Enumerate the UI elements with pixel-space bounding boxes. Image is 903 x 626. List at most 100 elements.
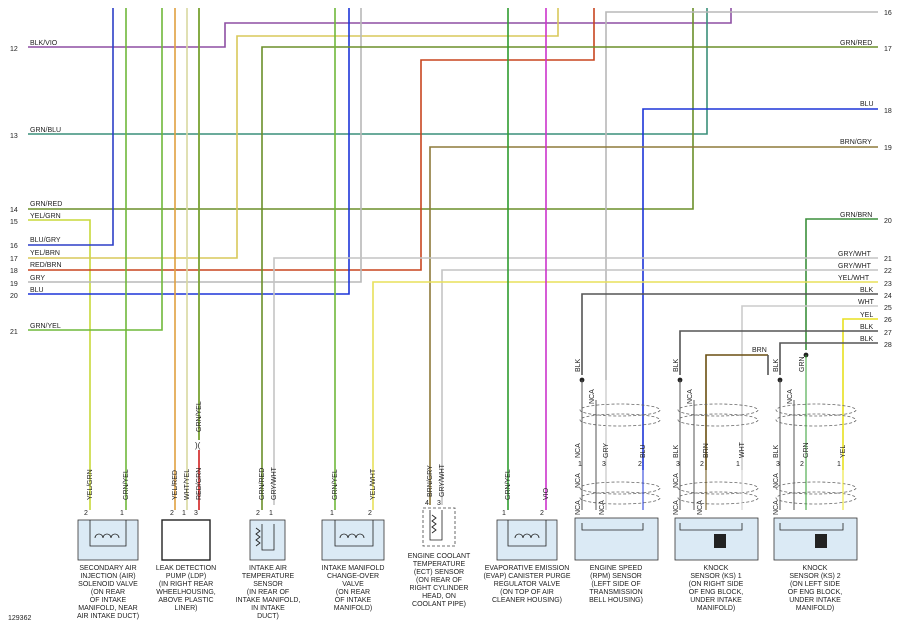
pin-number-16: 16 — [10, 243, 18, 250]
pin-number-right-26: 26 — [884, 317, 892, 324]
ldp-pin-2: 2 — [170, 510, 174, 517]
wire-label-21: GRN/YEL — [30, 323, 61, 330]
ks1-wire-brn: BRN — [703, 443, 710, 458]
wire-row-right-23: 23 YEL/WHT — [372, 275, 892, 510]
pin-number-right-28: 28 — [884, 342, 892, 349]
svg-text:UNDER INTAKE: UNDER INTAKE — [789, 597, 841, 604]
component-knock-sensor-1: 3 2 1 BLK BRN WHT NCA NCA NCA — [673, 441, 759, 561]
svg-text:ENGINE SPEED: ENGINE SPEED — [590, 565, 643, 572]
iat-wire-gry-wht: GRY/WHT — [271, 466, 278, 500]
rpm-wire-gry: GRY — [603, 443, 610, 458]
caption-rpm: ENGINE SPEED (RPM) SENSOR (LEFT SIDE OF … — [589, 565, 643, 604]
wire-row-right-28: 28 BLK — [779, 336, 892, 375]
svg-text:(IN RIGHT REAR: (IN RIGHT REAR — [159, 581, 213, 588]
svg-text:(ON REAR OF: (ON REAR OF — [416, 577, 462, 584]
svg-text:CLEANER HOUSING): CLEANER HOUSING) — [492, 597, 562, 604]
rpm-pin-3: 3 — [602, 461, 606, 468]
pin-number-15: 15 — [10, 219, 18, 226]
wire-label-right-28: BLK — [860, 336, 874, 343]
wire-row-12: 12 BLK/VIO — [10, 8, 732, 53]
svg-text:SECONDARY AIR: SECONDARY AIR — [79, 565, 136, 572]
caption-evap: EVAPORATIVE EMISSION (EVAP) CANISTER PUR… — [484, 565, 571, 604]
wire-row-right-26: 26 YEL — [842, 312, 892, 470]
rpm-upper-label-1: BLK — [575, 358, 582, 372]
ldp-wire-grn-yel: GRN/YEL — [196, 401, 203, 432]
svg-text:(ON RIGHT SIDE: (ON RIGHT SIDE — [689, 581, 744, 588]
svg-text:TEMPERATURE: TEMPERATURE — [242, 573, 295, 580]
ks2-pin-3: 3 — [776, 461, 780, 468]
svg-text:ABOVE PLASTIC: ABOVE PLASTIC — [158, 597, 213, 604]
svg-text:HEAD, ON: HEAD, ON — [422, 593, 456, 600]
pin-number-19: 19 — [10, 281, 18, 288]
pin-number-right-25: 25 — [884, 305, 892, 312]
wire-row-20: 20 BLU — [10, 8, 350, 300]
svg-text:(RPM) SENSOR: (RPM) SENSOR — [590, 573, 642, 580]
svg-text:IN INTAKE: IN INTAKE — [251, 605, 285, 612]
wire-row-18: 18 RED/BRN — [10, 8, 595, 275]
ks2-element-icon — [815, 534, 827, 548]
rpm-pin-1: 1 — [578, 461, 582, 468]
pin-number-right-18: 18 — [884, 108, 892, 115]
pin-number-right-23: 23 — [884, 281, 892, 288]
svg-text:LINER): LINER) — [175, 605, 198, 612]
svg-text:(ON TOP OF AIR: (ON TOP OF AIR — [500, 589, 554, 596]
ks1-pin-1: 1 — [736, 461, 740, 468]
svg-text:INTAKE MANIFOLD: INTAKE MANIFOLD — [322, 565, 385, 572]
wire-label-14: GRN/RED — [30, 201, 62, 208]
ks2-pin-2: 2 — [800, 461, 804, 468]
ldp-wire-red-grn: RED/GRN — [196, 468, 203, 500]
pin-number-right-16: 16 — [884, 10, 892, 17]
wire-label-right-26: YEL — [860, 312, 873, 319]
rpm-lower-nca-1: NCA — [575, 473, 582, 488]
ldp-pin-1: 1 — [182, 510, 186, 517]
svg-text:(LEFT SIDE OF: (LEFT SIDE OF — [591, 581, 640, 588]
svg-text:DUCT): DUCT) — [257, 613, 279, 620]
component-ect-sensor: 4 3 BRN/GRY GRY/WHT — [422, 463, 456, 547]
svg-text:OF INTAKE: OF INTAKE — [335, 597, 372, 604]
component-engine-speed-sensor: 1 3 2 NCA GRY BLU NCA NCA NCA — [574, 443, 659, 561]
svg-text:VALVE: VALVE — [342, 581, 364, 588]
pin-number-17: 17 — [10, 256, 18, 263]
wire-brn-ks1 — [705, 354, 768, 470]
pin-number-14: 14 — [10, 207, 18, 214]
wire-label-12: BLK/VIO — [30, 40, 58, 47]
wire-row-right-16: 16 — [605, 10, 892, 380]
evap-pin-1: 1 — [502, 510, 506, 517]
wire-row-right-21: 2 1 GRY/WHT — [273, 251, 892, 505]
svg-text:MANIFOLD): MANIFOLD) — [796, 605, 835, 612]
shield-group-rpm — [579, 380, 661, 510]
wire-row-17: 17 YEL/BRN — [10, 8, 559, 263]
rpm-wire-nca: NCA — [575, 443, 582, 458]
evap-wire-grn-yel: GRN/YEL — [505, 469, 512, 500]
svg-text:WHEELHOUSING,: WHEELHOUSING, — [156, 589, 216, 596]
wire-label-18: RED/BRN — [30, 262, 62, 269]
svg-text:(ECT) SENSOR: (ECT) SENSOR — [414, 569, 464, 576]
wire-label-right-24: BLK — [860, 287, 874, 294]
component-intake-air-temp-sensor: 2 1 GRN/RED GRY/WHT — [249, 466, 286, 561]
caption-ect: ENGINE COOLANT TEMPERATURE (ECT) SENSOR … — [408, 553, 471, 608]
air-pin-1: 1 — [120, 510, 124, 517]
wire-label-16: BLU/GRY — [30, 237, 61, 244]
ks1-upper-label-1: BLK — [673, 358, 680, 372]
shield-group-ks2 — [775, 355, 857, 510]
ks1-lower-nca-2: NCA — [673, 500, 680, 515]
ect-wire-gry-wht: GRY/WHT — [439, 463, 446, 497]
wire-row-right-18: 18 BLU — [642, 101, 892, 470]
svg-text:SOLENOID VALVE: SOLENOID VALVE — [78, 581, 138, 588]
ect-pin-4: 4 — [425, 500, 429, 507]
wire-row-19: 19 GRY — [10, 8, 362, 288]
wire-label-20: BLU — [30, 287, 44, 294]
svg-text:REGULATOR VALVE: REGULATOR VALVE — [494, 581, 561, 588]
pin-number-12: 12 — [10, 46, 18, 53]
imc-wire-grn-yel: GRN/YEL — [332, 469, 339, 500]
iat-pin-2: 2 — [256, 510, 260, 517]
wire-row-right-22: 22 GRY/WHT — [441, 263, 892, 505]
wire-label-right-17: GRN/RED — [840, 40, 872, 47]
ect-wire-brn-gry: BRN/GRY — [427, 465, 434, 497]
wire-label-right-22: GRY/WHT — [838, 263, 872, 270]
ks2-wire-blk: BLK — [773, 444, 780, 458]
svg-text:OF ENG BLOCK,: OF ENG BLOCK, — [689, 589, 744, 596]
air-wire-grn-yel: GRN/YEL — [123, 469, 130, 500]
imc-wire-yel-wht: YEL/WHT — [370, 468, 377, 500]
svg-text:ENGINE COOLANT: ENGINE COOLANT — [408, 553, 471, 560]
